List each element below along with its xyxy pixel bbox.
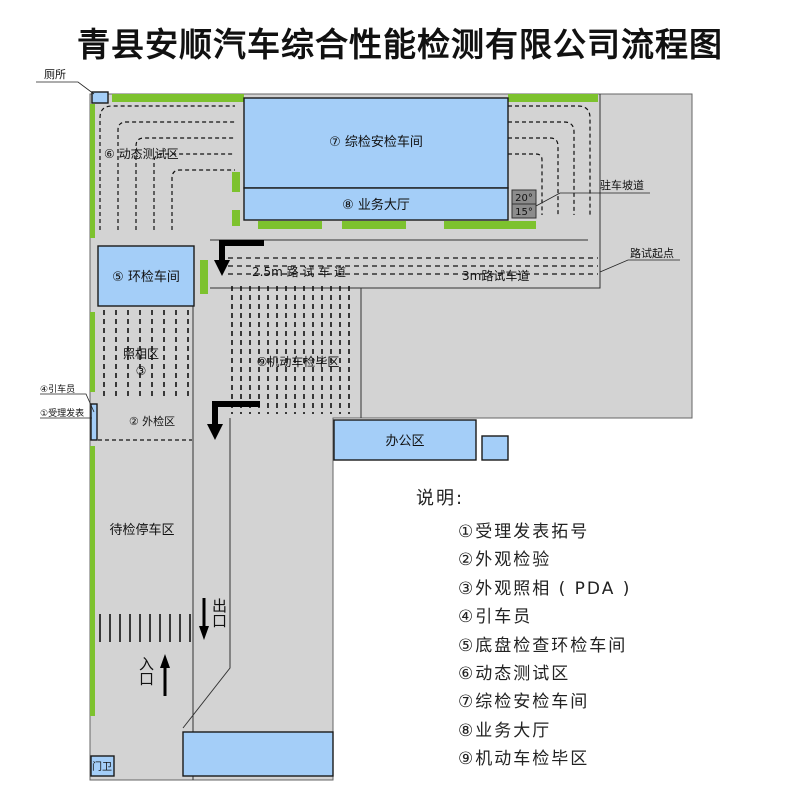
road-boundaries	[182, 94, 601, 780]
legend-item: ③外观照相 ( PDA )	[458, 578, 632, 599]
business-hall-label: ⑧ 业务大厅	[342, 197, 410, 213]
slope-15-label: 15°	[515, 207, 533, 218]
entrance-label: 入口	[137, 656, 155, 686]
arrow-road-to-env	[219, 240, 264, 262]
gate-house	[90, 755, 115, 777]
legend: 说明: ①受理发表拓号 ②外观检验 ③外观照相 ( PDA ) ④引车员 ⑤底盘…	[416, 484, 631, 774]
driver-label: ④引车员	[40, 383, 75, 395]
reception-label: ①受理发表	[40, 407, 84, 419]
driver-post	[90, 403, 98, 441]
road-3m-label: 3m路试车道	[462, 268, 529, 283]
exterior-zone-label: ② 外检区	[129, 414, 175, 428]
page-title: 青县安顺汽车综合性能检测有限公司流程图	[77, 25, 723, 64]
office-label: 办公区	[385, 434, 424, 449]
business-hall-building	[243, 187, 509, 221]
gate-label: 门卫	[92, 760, 112, 773]
legend-item: ①受理发表拓号	[458, 522, 590, 542]
legend-item: ⑧业务大厅	[458, 720, 552, 741]
photo-zone-number: ③	[136, 364, 147, 378]
legend-item: ⑥动态测试区	[458, 663, 571, 684]
completed-zone-stripes	[231, 286, 350, 414]
legend-item: ②外观检验	[458, 550, 552, 571]
road-start-label: 路试起点	[630, 247, 674, 260]
slope-15-box	[511, 203, 537, 219]
slope-20-label: 20°	[515, 193, 533, 204]
dynamic-test-label: ⑥ 动态测试区	[104, 146, 179, 161]
direction-arrows	[160, 240, 264, 696]
env-hall-label: ⑤ 环检车间	[112, 269, 180, 285]
legend-item: ⑤底盘检查环检车间	[458, 635, 628, 656]
road-test-lanes	[228, 257, 598, 275]
legend-item: ⑦综检安检车间	[458, 692, 590, 713]
legend-title: 说明:	[416, 488, 465, 509]
entrance-stripes	[99, 614, 191, 642]
completed-zone-label: ⑨机动车检毕区	[257, 354, 340, 369]
dynamic-test-lanes	[99, 105, 591, 230]
arrow-to-exit	[212, 401, 260, 426]
legend-item: ⑨机动车检毕区	[458, 749, 590, 770]
toilet-building	[91, 91, 109, 104]
inspection-hall-label: ⑦ 综检安检车间	[329, 134, 423, 150]
gate-parking-building	[182, 731, 334, 777]
parking-slope-label: 驻车坡道	[600, 178, 644, 192]
road-25-label: 2.5m 路 试 车 道	[252, 264, 346, 279]
exit-label: 出口	[210, 598, 228, 628]
green-strips	[90, 94, 598, 716]
legend-item: ④引车员	[458, 607, 533, 628]
toilet-label: 厕所	[44, 68, 66, 81]
small-building	[481, 435, 509, 461]
leader-lines	[36, 81, 680, 419]
env-hall-building	[97, 245, 195, 307]
office-building	[333, 419, 477, 461]
waiting-zone-label: 待检停车区	[109, 522, 174, 538]
photo-zone-label: 照相区	[123, 347, 159, 361]
